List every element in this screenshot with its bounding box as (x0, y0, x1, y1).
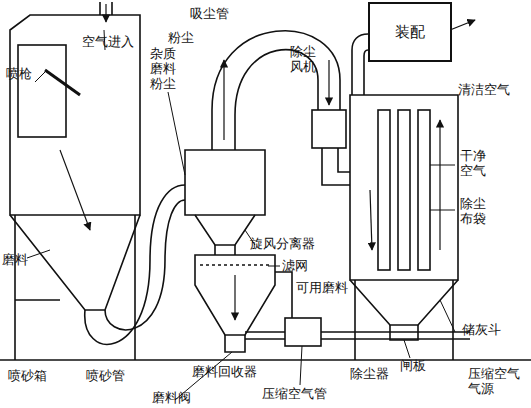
air-valve-box (285, 318, 321, 346)
dust-collector (350, 95, 458, 280)
flow-arrow (105, 4, 106, 22)
dust-bag (378, 110, 390, 270)
abrasive-recycler (195, 255, 275, 335)
ground-line (0, 359, 531, 361)
cyclone-neck (215, 245, 235, 255)
spray-gun (45, 70, 80, 95)
part-label: 压缩空气气源 (468, 366, 526, 396)
leader-line (27, 30, 455, 400)
part-label: 滤网 (282, 258, 308, 273)
dust-bag (398, 110, 410, 270)
part-label: 清洁空气 (458, 82, 510, 97)
part-label: 磨料 (2, 252, 28, 267)
part-label: 杂质磨料粉尘 (150, 46, 178, 91)
part-label: 除尘风机 (290, 44, 318, 74)
part-label: 可用磨料 (296, 280, 348, 295)
part-label: 压缩空气管 (262, 386, 327, 401)
part-label: 干净空气 (460, 148, 488, 178)
blast-hose (85, 185, 185, 344)
filter-screen (200, 264, 270, 266)
blast-hose (105, 200, 185, 330)
compressed-air-pipe (245, 332, 470, 339)
cabinet-hopper (10, 215, 140, 310)
flow-arrow (328, 60, 329, 105)
part-label: 磨料阀 (152, 390, 191, 405)
part-label: 喷枪 (6, 66, 32, 81)
cyclone-cone (195, 215, 255, 245)
suction-pipe (212, 31, 340, 150)
flow-arrow (234, 275, 235, 320)
flow-arrow (223, 60, 224, 140)
part-label: 除尘器 (350, 366, 389, 381)
part-label: 喷砂管 (86, 368, 125, 383)
part-label: 除尘布袋 (460, 196, 488, 226)
part-label: 磨料回收器 (192, 364, 257, 379)
flow-arrow (439, 120, 440, 250)
blast-cabinet (10, 15, 140, 215)
part-label: 旋风分离器 (250, 236, 315, 251)
part-label: 喷砂箱 (8, 368, 47, 383)
cabinet-legs (15, 215, 135, 360)
cyclone-body (185, 150, 265, 215)
cabinet-window (18, 45, 66, 137)
dust-bag (418, 110, 430, 270)
dust-fan (312, 110, 346, 148)
clean-air-duct (352, 34, 368, 95)
node-label: 装配 (395, 23, 425, 42)
flow-arrow (450, 20, 475, 30)
part-label: 空气进入 (82, 34, 134, 49)
assembly-box: 装配 (368, 2, 452, 62)
abrasive-valve (225, 335, 245, 352)
part-label: 闸板 (400, 358, 426, 373)
part-label: 储灰斗 (462, 322, 501, 337)
outline-group (0, 2, 531, 400)
flow-arrow (370, 190, 372, 250)
fan-duct (322, 148, 350, 185)
collector-legs (355, 280, 453, 360)
part-label: 吸尘管 (190, 6, 229, 21)
part-label: 粉尘 (168, 30, 194, 45)
flow-arrow (60, 150, 90, 230)
ash-hopper (350, 280, 458, 325)
